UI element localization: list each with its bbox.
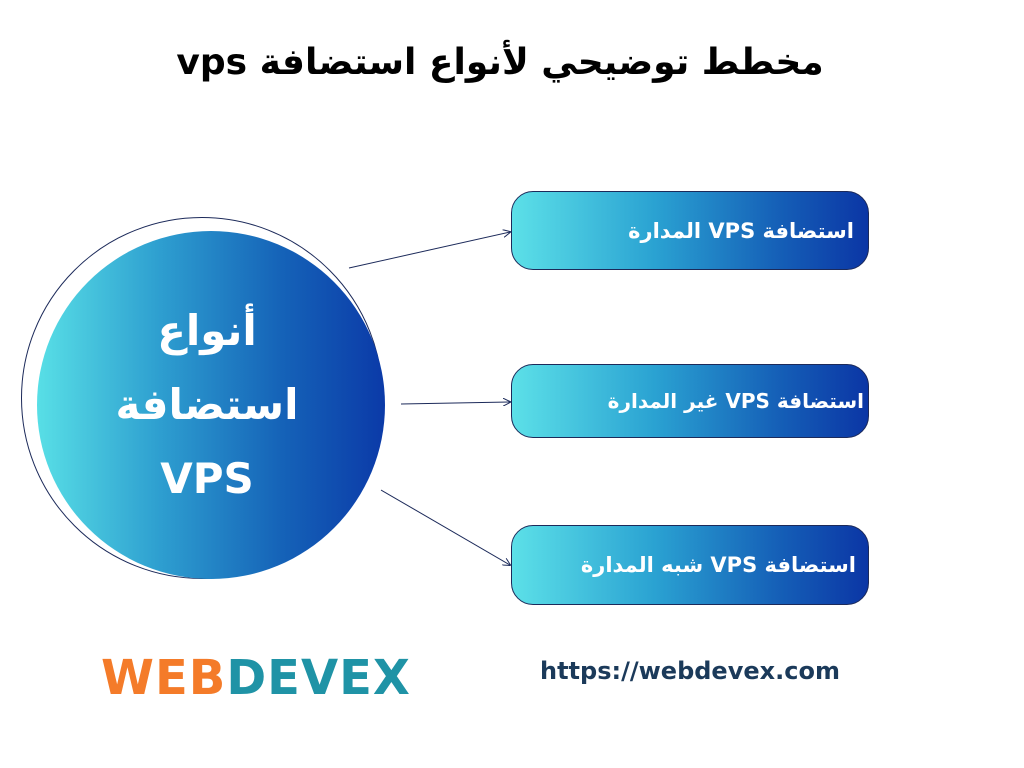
website-url: https://webdevex.com (540, 657, 840, 685)
center-label-line-2: استضافة (115, 380, 299, 429)
connector-arrow-1 (348, 232, 510, 269)
page-title: مخطط توضيحي لأنواع استضافة vps (176, 42, 824, 83)
node-unmanaged-vps: استضافة VPS غير المدارة (511, 364, 869, 438)
node-label: استضافة VPS شبه المدارة (580, 553, 856, 577)
node-label: استضافة VPS غير المدارة (607, 389, 864, 413)
logo-web-text: WEB (101, 650, 227, 706)
node-label: استضافة VPS المدارة (628, 218, 854, 243)
node-managed-vps: استضافة VPS المدارة (511, 191, 869, 270)
center-circle: أنواع استضافة VPS (37, 231, 385, 579)
connector-arrow-3 (380, 489, 510, 565)
center-label: أنواع استضافة VPS (77, 294, 337, 516)
connector-arrow-2 (400, 402, 510, 404)
node-semi-managed-vps: استضافة VPS شبه المدارة (511, 525, 869, 605)
center-label-line-3: VPS (160, 454, 254, 503)
logo-devex-text: DEVEX (226, 650, 411, 706)
center-label-line-1: أنواع (157, 306, 257, 355)
webdevex-logo: WEBDEVEX (101, 650, 411, 706)
